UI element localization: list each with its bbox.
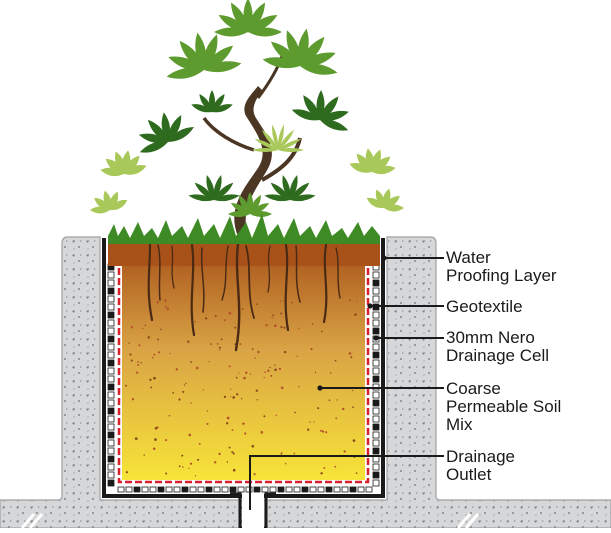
- label-waterproofing-layer: Water Proofing Layer: [446, 248, 557, 285]
- label-geotextile: Geotextile: [446, 297, 523, 316]
- plant: [90, 0, 404, 244]
- soil-top-band: [108, 240, 380, 266]
- leader-drainage-outlet: [249, 455, 444, 510]
- slab-break-left: [20, 513, 44, 529]
- callout-leaders: [249, 257, 444, 510]
- label-drainage-outlet: Drainage Outlet: [446, 447, 515, 484]
- leader-dots: [317, 255, 387, 391]
- concrete-left-wall: [0, 236, 247, 529]
- grass-band: [108, 214, 380, 244]
- slab-break-right: [456, 513, 480, 529]
- geotextile-layer: [117, 268, 370, 484]
- roots: [147, 242, 341, 352]
- label-drainage-cell: 30mm Nero Drainage Cell: [446, 328, 549, 365]
- concrete-right-wall: [261, 236, 611, 529]
- plant-trunk: [234, 86, 272, 236]
- concrete-structure: [0, 236, 611, 529]
- soil-specks: [125, 299, 358, 477]
- label-soil-mix: Coarse Permeable Soil Mix: [446, 379, 562, 434]
- soil-mix: [122, 244, 365, 480]
